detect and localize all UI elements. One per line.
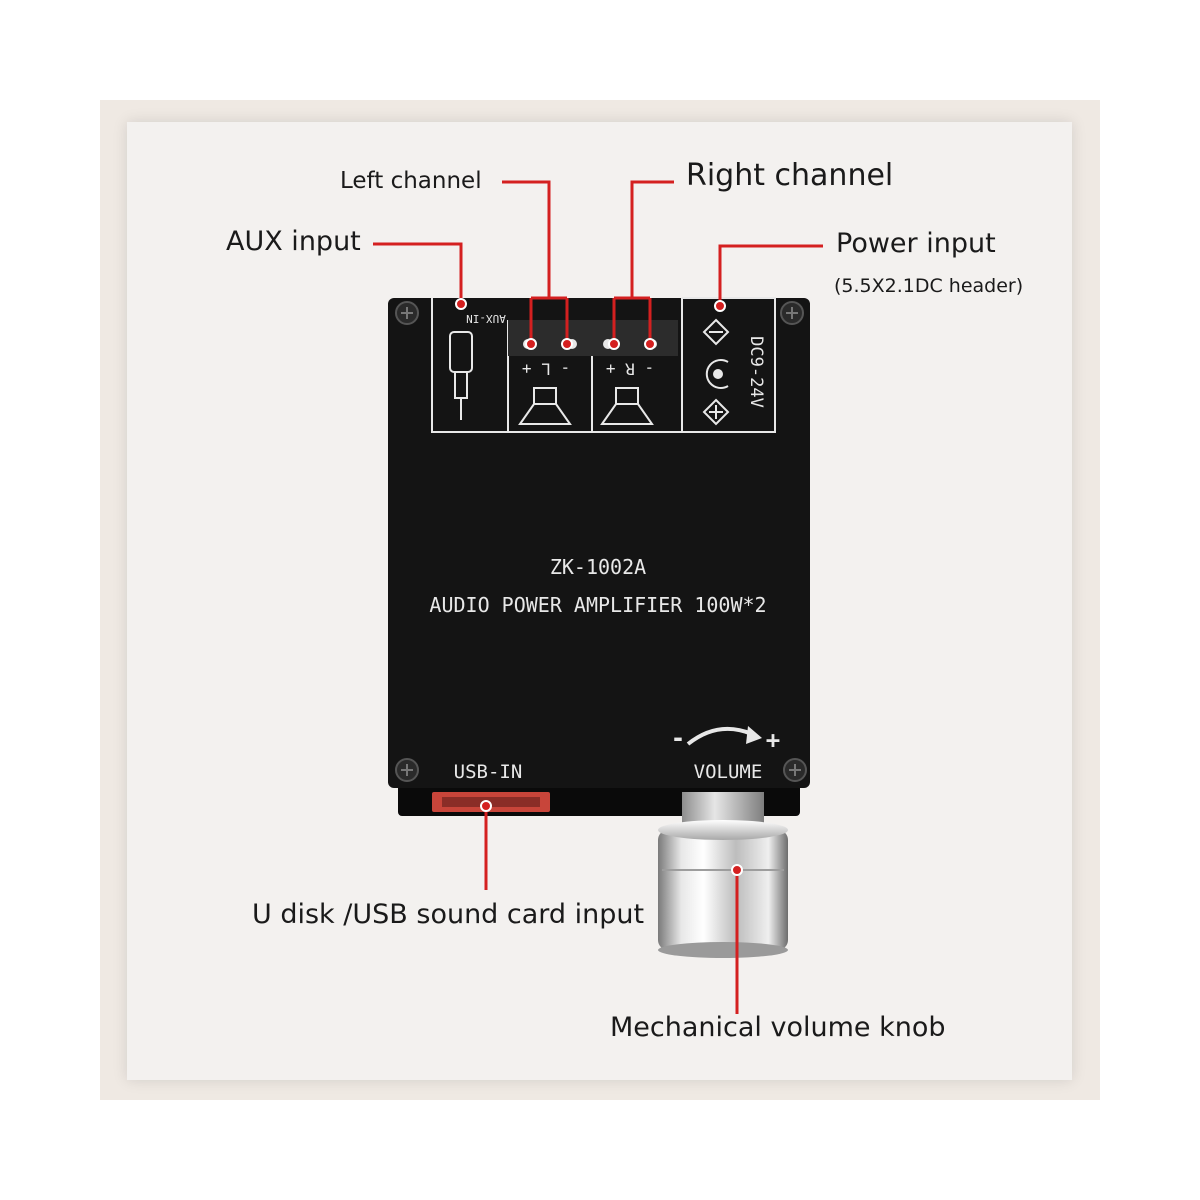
dc-rating-label: DC9-24V [746, 336, 766, 408]
power-input-callout: Power input [836, 228, 996, 259]
usb-input-callout: U disk /USB sound card input [252, 899, 645, 930]
screw-icon [783, 758, 807, 782]
screw-icon [395, 758, 419, 782]
description-label: AUDIO POWER AMPLIFIER 100W*2 [429, 593, 766, 617]
aux-input-callout: AUX input [226, 226, 361, 257]
speaker-icon [518, 387, 572, 425]
volume-knob-callout: Mechanical volume knob [610, 1012, 946, 1043]
volume-arrow-icon [686, 726, 762, 746]
volume-plus: + [766, 726, 780, 754]
right-channel-callout: Right channel [686, 158, 894, 193]
volume-knob-icon[interactable] [658, 792, 788, 958]
leader-lines [373, 180, 823, 1014]
power-input-note: (5.5X2.1DC header) [834, 275, 1024, 297]
speaker-icon [600, 387, 654, 425]
aux-in-label: AUX-IN [466, 312, 506, 325]
aux-jack-icon [449, 331, 473, 420]
dc-barrel-icon [702, 318, 730, 426]
volume-minus: - [671, 724, 685, 752]
right-terminal-label: - R + [606, 360, 654, 379]
leader-dots [455, 298, 743, 876]
volume-label: VOLUME [694, 761, 763, 783]
usb-port-slot [442, 797, 540, 807]
amplifier-board [388, 298, 810, 788]
silkscreen-outline [431, 298, 683, 433]
model-label: ZK-1002A [550, 555, 646, 579]
screw-icon [780, 301, 804, 325]
speaker-terminal-block[interactable] [508, 320, 678, 356]
left-channel-callout: Left channel [340, 168, 482, 194]
screw-icon [395, 301, 419, 325]
usb-in-label: USB-IN [454, 761, 523, 783]
silkscreen-power-box [682, 297, 776, 433]
left-terminal-label: - L + [522, 360, 570, 379]
